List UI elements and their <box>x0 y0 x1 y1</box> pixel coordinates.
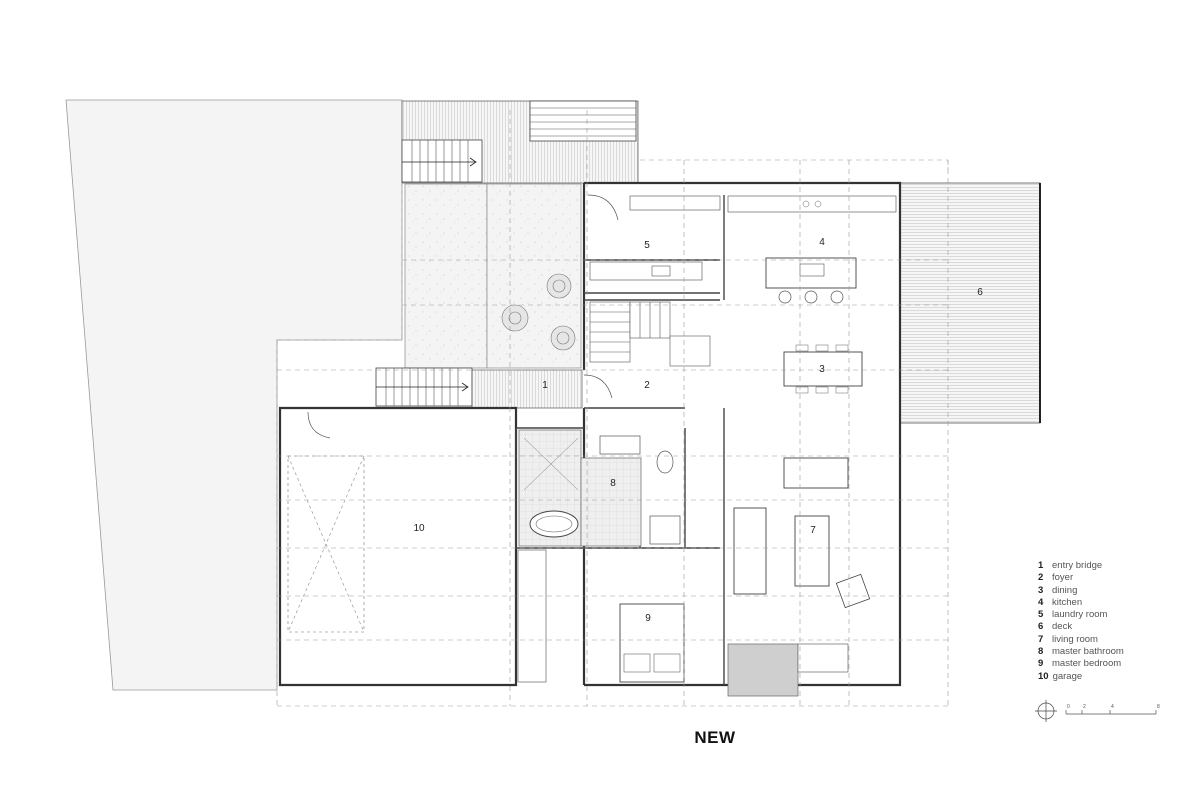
site-boundary <box>65 99 403 691</box>
room-number-9: 9 <box>645 613 651 624</box>
room-number-2: 2 <box>644 380 650 391</box>
coffee-table <box>794 515 830 587</box>
room-number-1: 1 <box>542 380 548 391</box>
entry-door-swing <box>583 374 613 399</box>
legend-item: 3 dining <box>1038 585 1124 597</box>
legend-item: 7 living room <box>1038 634 1124 646</box>
scale-tick-label: 0 <box>1067 704 1070 710</box>
room-number-4: 4 <box>819 237 825 248</box>
legend-number: 6 <box>1038 621 1044 633</box>
legend-number: 2 <box>1038 572 1044 584</box>
stair-entry <box>375 367 473 407</box>
shower-drain-icon <box>523 437 579 491</box>
door-swing-icon <box>587 194 619 221</box>
pillow-right <box>653 653 681 673</box>
legend-label: laundry room <box>1052 609 1108 621</box>
legend-item: 6 deck <box>1038 621 1124 633</box>
room-legend: 1 entry bridge 2 foyer 3 dining 4 kitchen 5 laund… <box>1038 560 1124 683</box>
legend-label: entry bridge <box>1052 560 1103 571</box>
scale-tick-label: 8 <box>1157 704 1160 710</box>
legend-number: 4 <box>1038 596 1044 608</box>
legend-number: 8 <box>1038 646 1044 658</box>
legend-label: master bathroom <box>1052 646 1124 658</box>
stair-upper-right <box>529 100 637 142</box>
room-number-5: 5 <box>644 240 650 251</box>
legend-label: kitchen <box>1052 596 1083 608</box>
stair-upper-left <box>401 139 483 183</box>
legend-label: master bedroom <box>1052 658 1122 670</box>
legend-item: 2 foyer <box>1038 572 1124 584</box>
room-number-10: 10 <box>413 523 425 534</box>
bathtub-icon <box>529 510 579 538</box>
fireplace <box>727 643 799 697</box>
pillow-left <box>623 653 651 673</box>
legend-number: 5 <box>1038 609 1044 621</box>
legend-label: deck <box>1052 621 1073 633</box>
legend-item: 5 laundry room <box>1038 609 1124 621</box>
scale-bar <box>1065 710 1157 715</box>
wardrobe <box>517 549 547 683</box>
tv-unit <box>797 643 849 673</box>
legend-number: 9 <box>1038 658 1044 670</box>
structural-grid <box>276 110 949 707</box>
shrub-icons <box>501 273 576 351</box>
vanity-icon <box>599 435 641 455</box>
armchair-icon <box>835 573 871 609</box>
legend-number: 7 <box>1038 633 1044 645</box>
plan-title: NEW <box>694 728 736 747</box>
legend-number: 3 <box>1038 584 1044 596</box>
dining-chair-icons <box>795 344 849 394</box>
garage-door-swing <box>307 411 331 439</box>
room-number-6: 6 <box>977 287 983 298</box>
room-number-3: 3 <box>819 364 825 375</box>
scale-tick-label: 2 <box>1083 704 1086 710</box>
legend-label: living room <box>1052 633 1098 645</box>
scale-tick-label: 4 <box>1111 704 1114 710</box>
deck-area <box>899 182 1041 424</box>
laundry-sink-icon <box>651 265 671 277</box>
legend-number: 1 <box>1038 560 1044 571</box>
kitchen-counter <box>727 195 897 213</box>
entry-bridge-floor <box>471 369 583 409</box>
legend-number: 10 <box>1038 670 1049 682</box>
legend-item: 9 master bedroom <box>1038 658 1124 670</box>
room-number-8: 8 <box>610 478 616 489</box>
sofa-top <box>783 457 849 489</box>
stair-interior <box>589 301 711 367</box>
legend-label: foyer <box>1052 572 1074 584</box>
cooktop-icon <box>802 200 822 208</box>
room-number-7: 7 <box>810 525 816 536</box>
legend-item: 4 kitchen <box>1038 597 1124 609</box>
kitchen-sink-icon <box>799 263 825 277</box>
courtyard-left <box>404 183 488 369</box>
north-arrow-icon <box>1035 700 1057 722</box>
legend-item: 1 entry bridge <box>1038 560 1124 572</box>
legend-item: 8 master bathroom <box>1038 646 1124 658</box>
toilet-icon <box>656 450 674 474</box>
sofa-left <box>733 507 767 595</box>
bar-stool-icons <box>778 290 844 304</box>
laundry-counter <box>589 261 703 281</box>
legend-label: garage <box>1052 670 1083 682</box>
legend-label: dining <box>1052 584 1078 596</box>
